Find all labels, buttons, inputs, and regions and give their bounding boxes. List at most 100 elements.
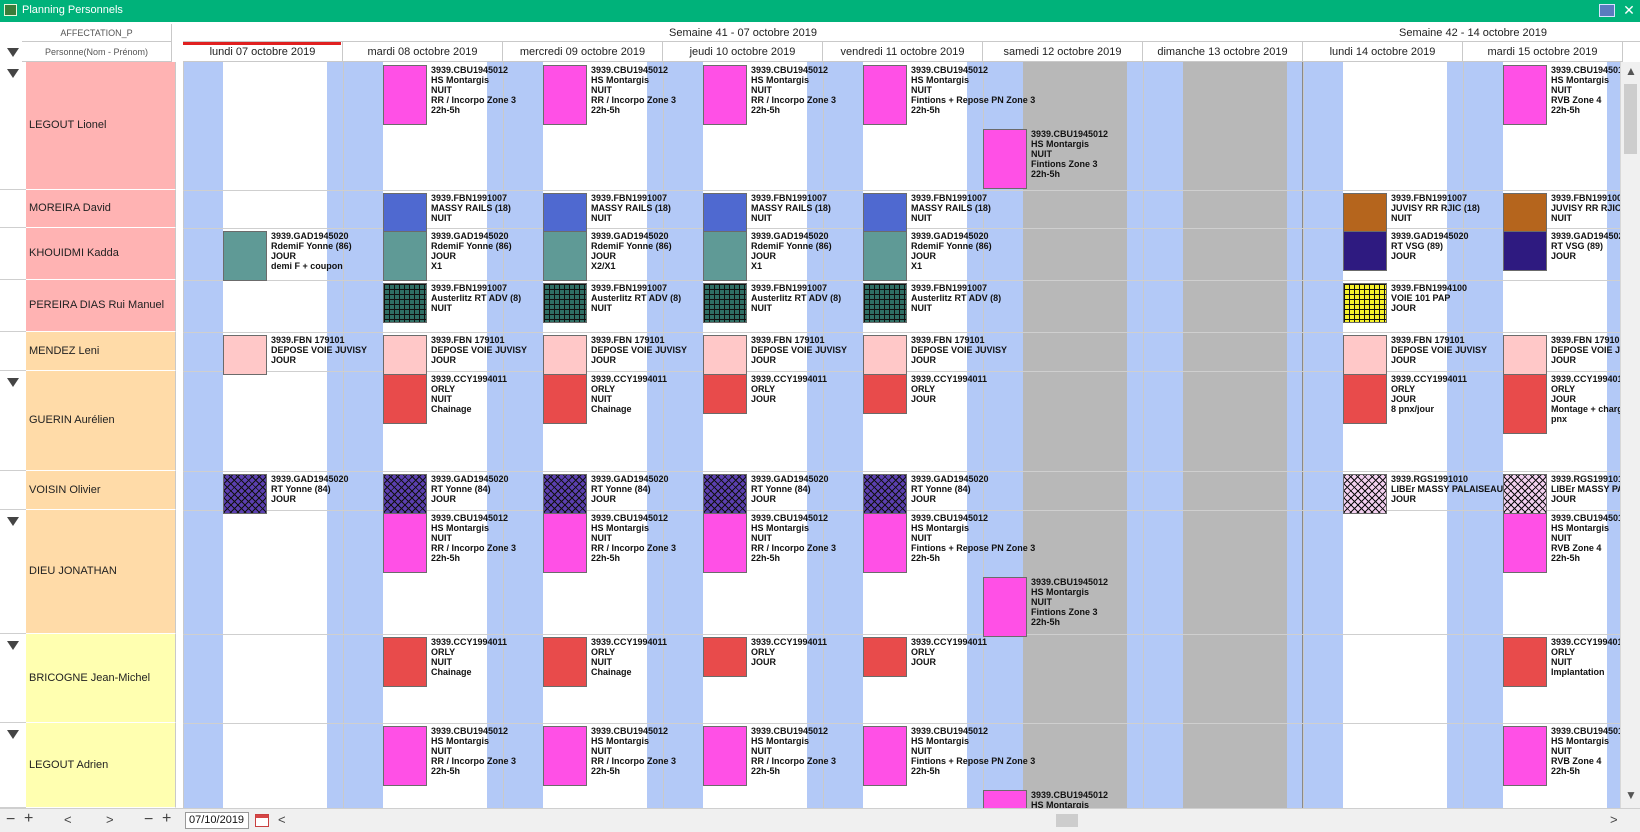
scroll-right-icon[interactable]: > xyxy=(1610,812,1618,827)
collapse-row-icon[interactable] xyxy=(7,517,19,526)
event-color-swatch[interactable] xyxy=(863,231,907,281)
event-color-swatch[interactable] xyxy=(543,65,587,125)
person-row-header[interactable]: PEREIRA DIAS Rui Manuel xyxy=(26,280,176,332)
collapse-all-icon[interactable] xyxy=(7,48,19,57)
event-color-swatch[interactable] xyxy=(1503,726,1547,786)
day-header[interactable]: mardi 08 octobre 2019 xyxy=(343,42,503,62)
event-color-swatch[interactable] xyxy=(863,283,907,323)
event-color-swatch[interactable] xyxy=(863,637,907,677)
left-next-button[interactable]: > xyxy=(106,812,114,827)
event-color-swatch[interactable] xyxy=(863,513,907,573)
event-color-swatch[interactable] xyxy=(543,474,587,514)
event-color-swatch[interactable] xyxy=(703,231,747,281)
calendar-icon[interactable] xyxy=(255,814,269,827)
day-header[interactable]: lundi 14 octobre 2019 xyxy=(1303,42,1463,62)
day-header[interactable]: lundi 07 octobre 2019 xyxy=(183,42,343,62)
day-header[interactable]: vendredi 11 octobre 2019 xyxy=(823,42,983,62)
event-color-swatch[interactable] xyxy=(703,726,747,786)
collapse-row-icon[interactable] xyxy=(7,730,19,739)
event-color-swatch[interactable] xyxy=(1343,474,1387,514)
event-color-swatch[interactable] xyxy=(703,65,747,125)
event-color-swatch[interactable] xyxy=(863,335,907,375)
event-color-swatch[interactable] xyxy=(223,474,267,514)
event-color-swatch[interactable] xyxy=(1503,513,1547,573)
event-color-swatch[interactable] xyxy=(1343,283,1387,323)
event-color-swatch[interactable] xyxy=(703,513,747,573)
event-color-swatch[interactable] xyxy=(1503,65,1547,125)
event-color-swatch[interactable] xyxy=(223,335,267,375)
event-color-swatch[interactable] xyxy=(1343,335,1387,375)
left-prev-button[interactable]: < xyxy=(64,812,72,827)
collapse-row-icon[interactable] xyxy=(7,378,19,387)
close-button[interactable]: ✕ xyxy=(1623,2,1635,18)
event-color-swatch[interactable] xyxy=(383,231,427,281)
person-row-header[interactable]: LEGOUT Adrien xyxy=(26,723,176,808)
event-color-swatch[interactable] xyxy=(863,474,907,514)
day-header[interactable]: dimanche 13 octobre 2019 xyxy=(1143,42,1303,62)
scroll-down-icon[interactable]: ▼ xyxy=(1625,788,1637,802)
event-color-swatch[interactable] xyxy=(1503,193,1547,233)
event-color-swatch[interactable] xyxy=(543,726,587,786)
event-color-swatch[interactable] xyxy=(703,283,747,323)
horizontal-scrollbar-thumb[interactable] xyxy=(1056,814,1078,827)
date-input[interactable]: 07/10/2019 xyxy=(185,812,249,829)
day-header[interactable]: mercredi 09 octobre 2019 xyxy=(503,42,663,62)
event-color-swatch[interactable] xyxy=(383,513,427,573)
event-color-swatch[interactable] xyxy=(383,374,427,424)
day-header[interactable]: mardi 15 octobre 2019 xyxy=(1463,42,1623,62)
person-row-header[interactable]: BRICOGNE Jean-Michel xyxy=(26,634,176,723)
event-color-swatch[interactable] xyxy=(863,65,907,125)
event-color-swatch[interactable] xyxy=(543,335,587,375)
person-row-header[interactable]: VOISIN Olivier xyxy=(26,471,176,510)
zoom-out-button[interactable]: − xyxy=(6,811,16,828)
monitor-icon[interactable] xyxy=(1599,4,1615,17)
day-header[interactable]: samedi 12 octobre 2019 xyxy=(983,42,1143,62)
event-color-swatch[interactable] xyxy=(1503,374,1547,434)
event-color-swatch[interactable] xyxy=(703,374,747,414)
row-minus-button[interactable]: − xyxy=(144,811,154,828)
event-color-swatch[interactable] xyxy=(223,231,267,281)
event-color-swatch[interactable] xyxy=(543,637,587,687)
collapse-row-icon[interactable] xyxy=(7,641,19,650)
person-row-header[interactable]: KHOUIDMI Kadda xyxy=(26,228,176,280)
person-row-header[interactable]: MOREIRA David xyxy=(26,190,176,228)
event-color-swatch[interactable] xyxy=(543,283,587,323)
event-color-swatch[interactable] xyxy=(383,335,427,375)
event-color-swatch[interactable] xyxy=(1343,193,1387,233)
header-affectation[interactable]: AFFECTATION_P xyxy=(22,24,172,42)
person-row-header[interactable]: LEGOUT Lionel xyxy=(26,62,176,190)
event-color-swatch[interactable] xyxy=(383,726,427,786)
person-row-header[interactable]: MENDEZ Leni xyxy=(26,332,176,371)
